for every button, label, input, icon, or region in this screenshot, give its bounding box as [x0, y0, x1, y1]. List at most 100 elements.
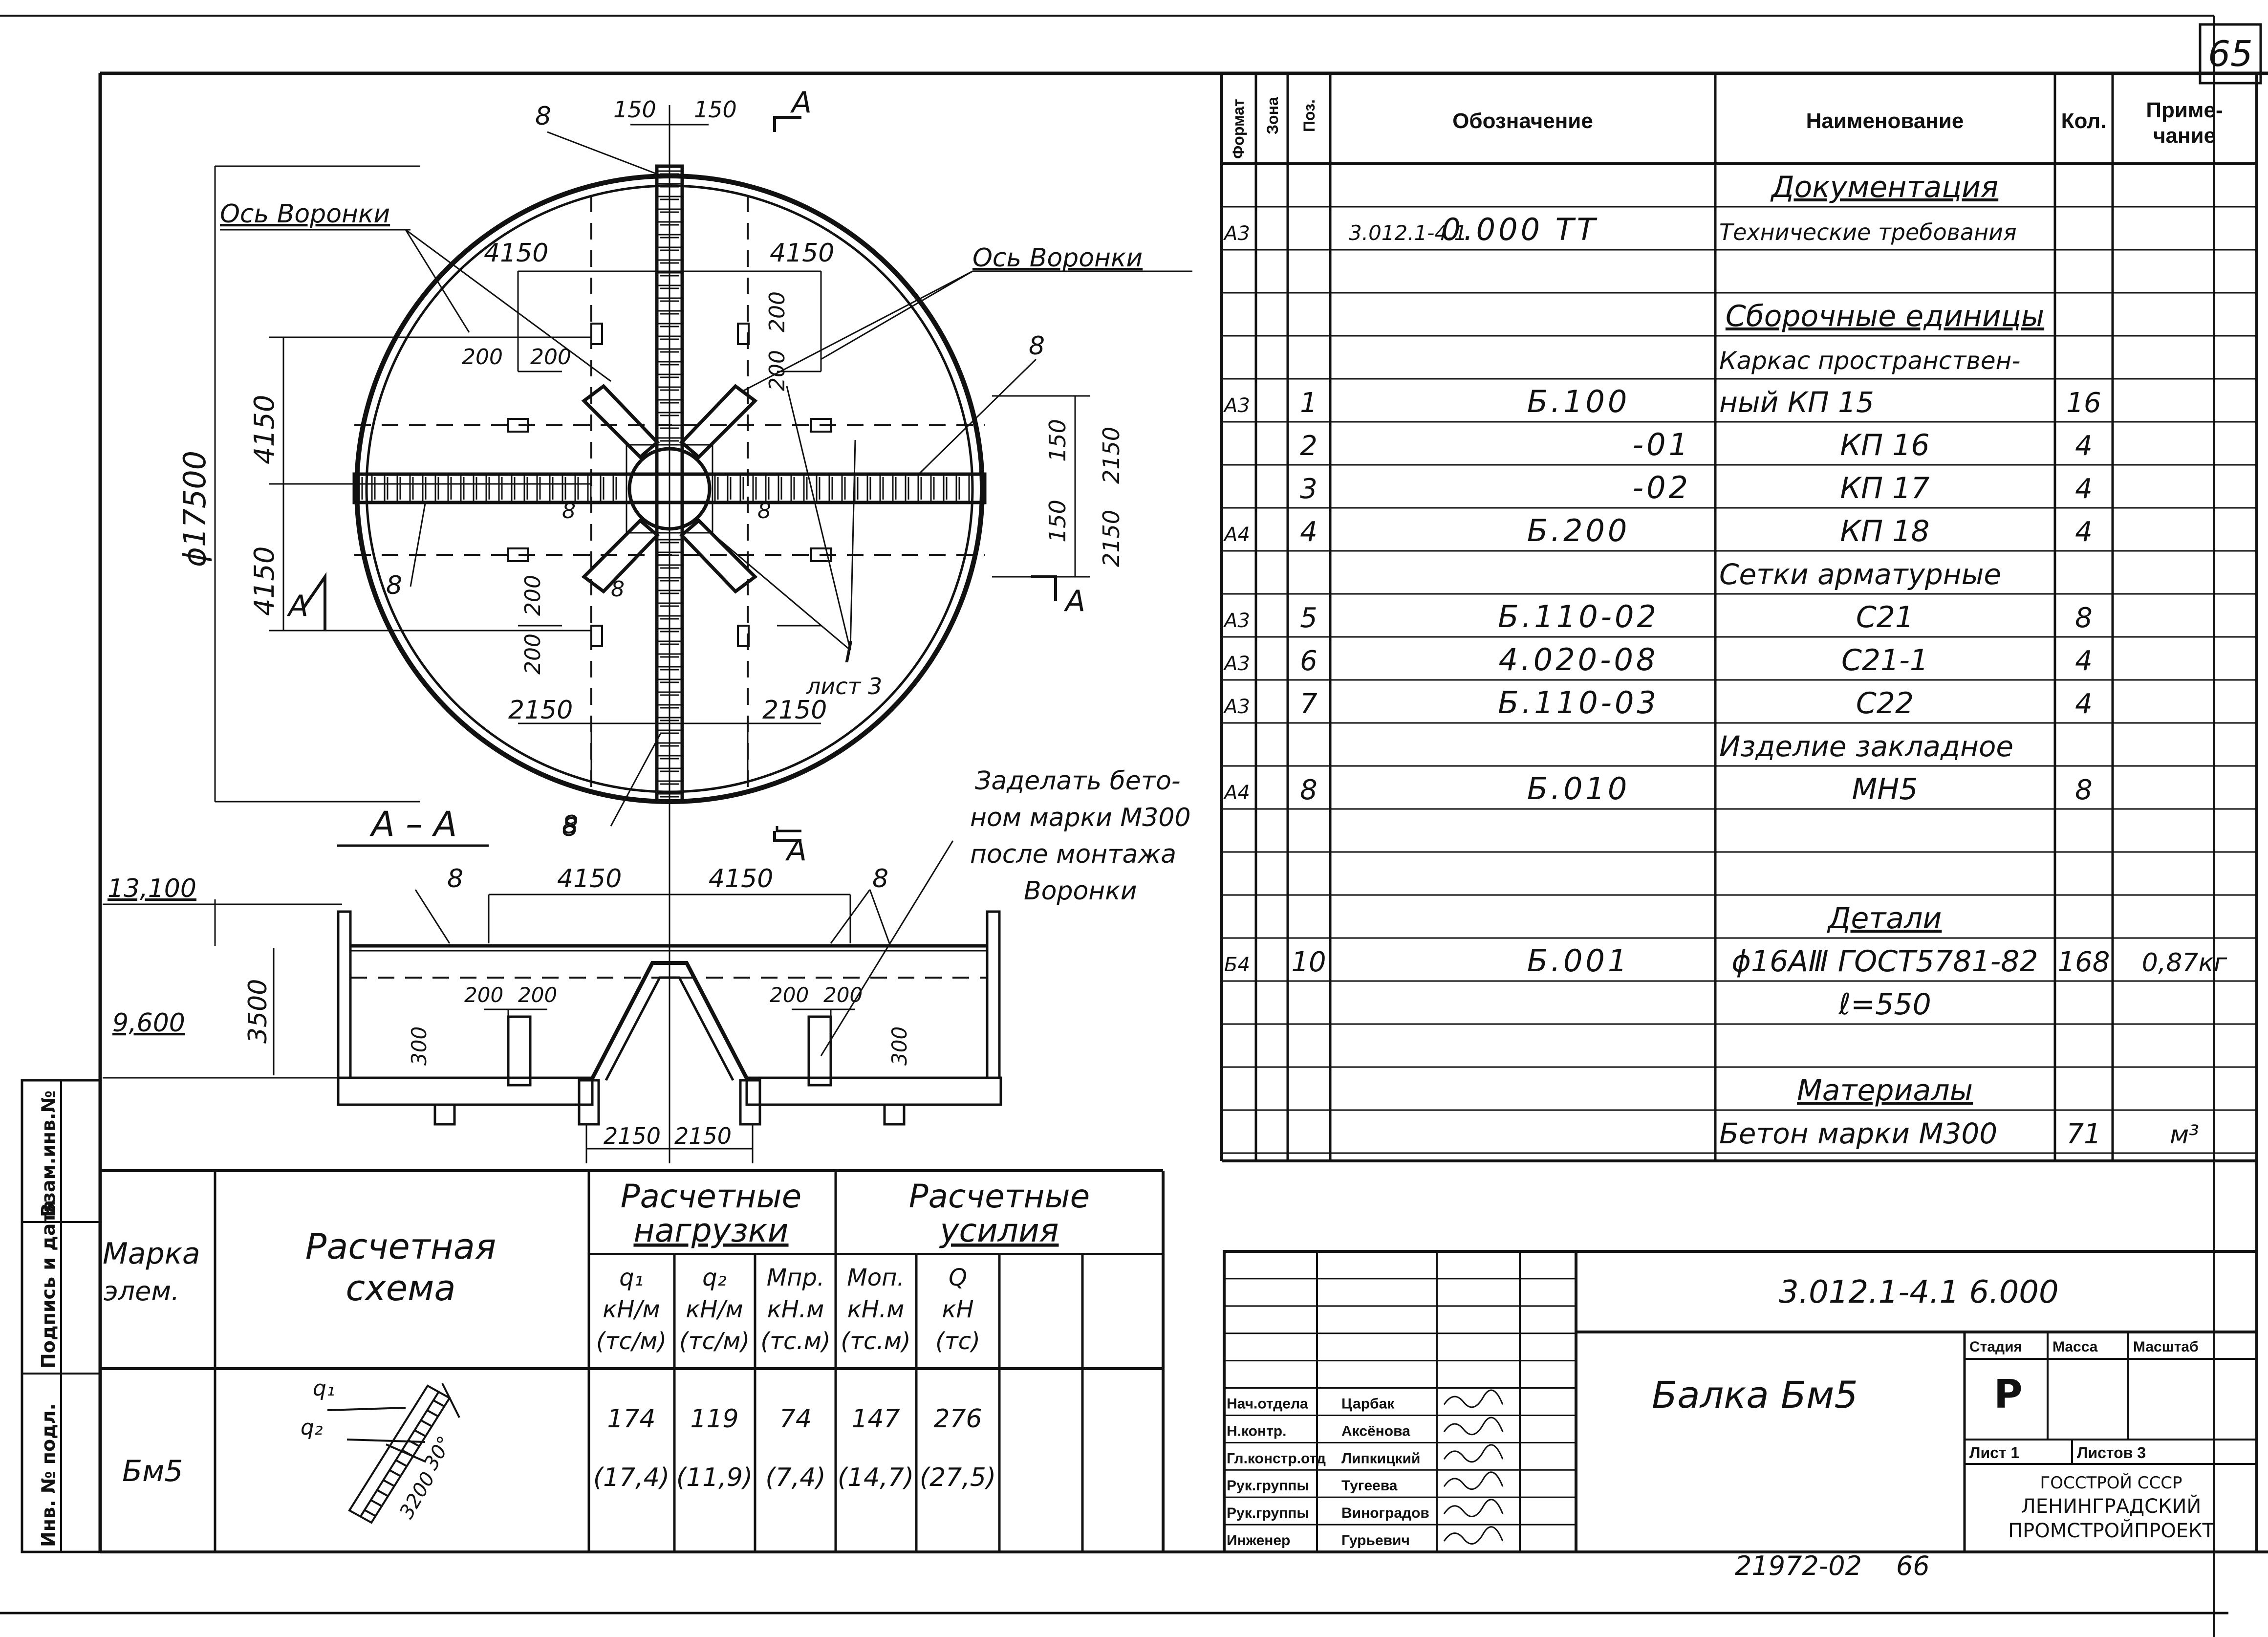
side-stamp-orig: Инв. № подл. — [38, 1403, 59, 1547]
plan-dim-2150-right-a: 2150 — [1098, 427, 1124, 484]
signer-name: Аксёнова — [1341, 1423, 1410, 1439]
plan-detail-number: I — [844, 635, 853, 670]
plan-mark-top: 8 — [535, 102, 551, 131]
spec-row: ℓ=550 — [1838, 987, 1931, 1022]
spec-cell-format: Б4 — [1224, 954, 1250, 976]
loads-labels: Марка элем. Расчетная схема Расчетные на… — [103, 1178, 1090, 1523]
spec-cell-designation: Б.001 — [1527, 943, 1630, 979]
plan-dim-4150-left-bottom: 4150 — [249, 546, 281, 616]
loads-subheader: (тс/м) — [596, 1328, 667, 1355]
spec-cell-format: А3 — [1223, 394, 1250, 417]
loads-header-scheme-1: Расчетная — [305, 1226, 496, 1267]
section-note-line-1: Заделать бето- — [975, 766, 1181, 796]
spec-cell-name: ϕ16АⅢ ГОСТ5781-82 — [1731, 944, 2038, 979]
section-dim-2150-right: 2150 — [674, 1123, 732, 1149]
spec-cell-pos: 4 — [1300, 516, 1318, 548]
section-dim-200-d: 200 — [823, 983, 863, 1007]
spec-cell-pos: 10 — [1291, 946, 1326, 978]
plan-dim-200-d: 200 — [765, 350, 790, 391]
spec-cell-pos: 3 — [1300, 473, 1318, 505]
loads-subheader: кН/м — [603, 1296, 660, 1323]
spec-header-note-2: чание — [2153, 124, 2216, 148]
signer-name: Тугеева — [1341, 1478, 1398, 1494]
plan-dim-200-b: 200 — [530, 345, 571, 370]
scheme-length: 3200 — [395, 1468, 440, 1523]
plan-dim-150-right: 150 — [694, 96, 737, 123]
section-dim-3500: 3500 — [243, 979, 273, 1044]
section-labels: А – А 8 13,100 9,600 4150 4150 3500 8 8 … — [108, 766, 1191, 1149]
spec-cell-designation: 4.020-08 — [1499, 642, 1659, 677]
spec-cell-designation: -01 — [1633, 427, 1691, 462]
spec-header-qty: Кол. — [2061, 109, 2107, 133]
loads-value-tc: (7,4) — [765, 1463, 825, 1492]
spec-cell-name: Каркас пространствен- — [1719, 347, 2020, 375]
spec-cell-name: Сборочные единицы — [1726, 299, 2044, 333]
loads-subheader: кН.м — [847, 1296, 905, 1323]
plan-dim-4150-top-left: 4150 — [484, 239, 548, 268]
signer-name: Виноградов — [1341, 1505, 1429, 1521]
spec-row: Материалы — [1797, 1073, 1973, 1108]
signature — [1443, 1417, 1504, 1436]
spec-cell-qty: 8 — [2075, 774, 2093, 806]
title-block-labels: 3.012.1-4.1 6.000 Балка Бм5 Стадия Масса… — [1227, 1274, 2215, 1549]
section-level-top: 13,100 — [108, 874, 196, 903]
plan-mark-hub-right: 8 — [757, 499, 771, 524]
loads-row-mark: Бм5 — [122, 1454, 183, 1488]
spec-cell-name: С21 — [1856, 600, 1914, 634]
spec-cell-name: ℓ=550 — [1838, 987, 1931, 1022]
spec-cell-designation: Б.100 — [1527, 384, 1630, 419]
plan-dim-150-right-b: 150 — [1044, 500, 1071, 543]
loads-header-scheme-2: схема — [346, 1267, 456, 1309]
loads-subheader: (тс.м) — [760, 1328, 830, 1355]
plan-section-mark-right: A — [1063, 584, 1085, 618]
scheme-q2: q₂ — [301, 1415, 323, 1440]
spec-cell-format: А3 — [1223, 222, 1250, 245]
loads-subheader: (тс) — [935, 1328, 980, 1355]
loads-subheader: Мпр. — [767, 1264, 825, 1291]
plan-axis-label-left: Ось Воронки — [220, 199, 390, 229]
plan-section-mark-bottom: A — [785, 833, 807, 868]
plan-dim-150-left: 150 — [613, 96, 656, 123]
spec-header-pos: Поз. — [1300, 99, 1318, 132]
title-org-1: ГОССТРОЙ СССР — [2040, 1473, 2182, 1493]
spec-cell-pos: 6 — [1300, 645, 1318, 677]
loads-value: 147 — [851, 1404, 900, 1434]
spec-cell-name: Материалы — [1797, 1073, 1973, 1108]
plan-dim-4150-left-top: 4150 — [249, 394, 281, 464]
plan-mark-bottom: 8 — [562, 810, 578, 840]
signature — [1443, 1444, 1504, 1463]
loads-subheader: q₂ — [702, 1264, 727, 1291]
title-stage: Р — [1994, 1372, 2023, 1417]
spec-cell-name: ный КП 15 — [1719, 386, 1874, 419]
plan-labels: 8 150 150 A Ось Воронки Ось Воронки 4150… — [177, 86, 1143, 868]
signer-role: Н.контр. — [1227, 1423, 1286, 1439]
spec-cell-qty: 4 — [2075, 645, 2093, 677]
loads-value: 276 — [933, 1404, 982, 1434]
spec-cell-name: КП 18 — [1840, 514, 1929, 548]
spec-cell-name: МН5 — [1852, 772, 1918, 807]
loads-subheader: кН.м — [767, 1296, 824, 1323]
plan-mark-upper-right: 8 — [1029, 331, 1045, 361]
loads-header-forces-2: усилия — [939, 1212, 1058, 1249]
loads-subheader: Q — [949, 1264, 967, 1291]
loads-header-mark-1: Марка — [103, 1237, 200, 1271]
loads-subheader: (тс/м) — [679, 1328, 750, 1355]
plan-mark-hub-left: 8 — [562, 499, 576, 524]
loads-header-loads-1: Расчетные — [621, 1178, 801, 1215]
plan-dim-150-right-a: 150 — [1044, 419, 1071, 462]
spec-cell-pos: 1 — [1300, 387, 1318, 419]
plan-dim-200-f: 200 — [520, 633, 545, 675]
signer-name: Гурьевич — [1341, 1532, 1410, 1549]
plan-view — [214, 105, 1192, 875]
spec-cell-qty: 16 — [2066, 387, 2101, 419]
spec-cell-pos: 2 — [1300, 430, 1318, 462]
loads-header-mark-2: элем. — [104, 1276, 179, 1307]
spec-cell-qty: 8 — [2075, 602, 2093, 634]
